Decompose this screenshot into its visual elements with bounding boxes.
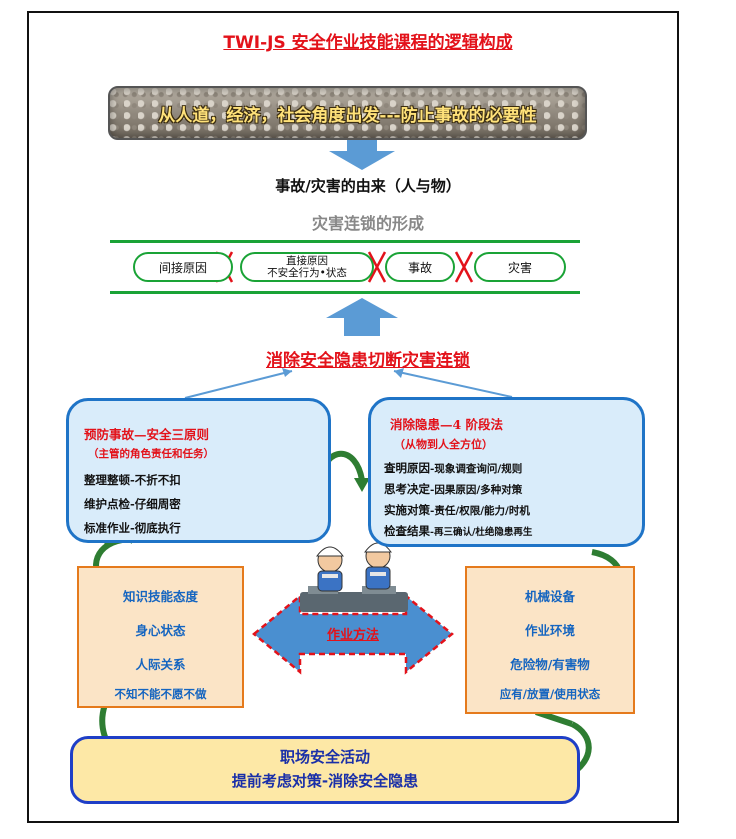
center-title: 消除安全隐患切断灾害连锁 — [266, 351, 470, 371]
origin-title: 事故/灾害的由来（人与物） — [275, 177, 461, 195]
chain-direct-label-2: 不安全行为•状态 — [267, 267, 347, 279]
chain-disaster: 灾害 — [474, 252, 566, 282]
left-pointer-arrow — [184, 370, 293, 399]
right-bubble — [368, 397, 645, 547]
banner-text: 从人道，经济，社会角度出发---防止事故的必要性 — [158, 105, 537, 126]
chain-line-top — [110, 240, 580, 243]
chain-cross-2 — [367, 251, 387, 283]
chain-disaster-label: 灾害 — [507, 260, 532, 275]
bottom-line-1: 职场安全活动 — [279, 748, 370, 766]
left-bubble — [66, 398, 331, 543]
right-factor-4: 应有/放置/使用状态 — [499, 687, 601, 701]
right-bubble-line-3: 实施对策-责任/权限/能力/时机 — [384, 503, 530, 517]
left-bubble-line-2: 维护点检-仔细周密 — [84, 497, 181, 511]
chain-cross-3 — [454, 251, 474, 283]
left-factor-2: 身心状态 — [135, 623, 186, 638]
right-bubble-subtitle: （从物到人全方位） — [394, 438, 493, 451]
down-arrow — [329, 137, 395, 170]
chain-accident: 事故 — [385, 252, 455, 282]
up-arrow — [326, 298, 398, 336]
method-label: 作业方法 — [326, 628, 379, 643]
diagram-title: TWI-JS 安全作业技能课程的逻辑构成 — [223, 33, 513, 53]
bottom-line-2: 提前考虑对策-消除安全隐患 — [231, 772, 419, 790]
right-bubble-line-2: 思考决定-因果原因/多种对策 — [384, 482, 523, 496]
right-bubble-line-4: 检查结果-再三确认/杜绝隐患再生 — [384, 524, 533, 538]
chain-indirect-cause: 间接原因 — [133, 252, 233, 282]
chain-indirect-label: 间接原因 — [158, 260, 207, 275]
chain-direct-cause: 直接原因 不安全行为•状态 — [240, 252, 374, 282]
chain-line-bottom — [110, 291, 580, 294]
right-bubble-line-1: 查明原因-现象调查询问/规则 — [384, 461, 523, 475]
right-factor-3: 危险物/有害物 — [510, 657, 590, 672]
right-factor-1: 机械设备 — [524, 589, 575, 604]
left-bubble-title: 预防事故—安全三原则 — [84, 427, 210, 442]
workers-illustration — [300, 542, 408, 612]
left-factor-4: 不知不能不愿不做 — [114, 687, 207, 701]
chain-title: 灾害连锁的形成 — [311, 214, 424, 233]
banner-stone: 从人道，经济，社会角度出发---防止事故的必要性 — [108, 86, 587, 140]
left-bubble-subtitle: （主管的角色责任和任务） — [88, 448, 214, 460]
right-pointer-arrow — [393, 370, 513, 398]
left-factor-box — [77, 566, 244, 708]
left-factor-1: 知识技能态度 — [122, 589, 198, 604]
bottom-box — [70, 736, 580, 804]
chain-accident-label: 事故 — [407, 260, 432, 275]
left-bubble-line-3: 标准作业-彻底执行 — [84, 521, 181, 535]
left-factor-3: 人际关系 — [135, 657, 186, 672]
chain-direct-label-1: 直接原因 — [286, 255, 328, 267]
left-bubble-line-1: 整理整顿-不折不扣 — [84, 473, 181, 487]
right-factor-box — [465, 566, 635, 714]
right-bubble-title: 消除隐患—4 阶段法 — [390, 417, 504, 432]
right-factor-2: 作业环境 — [524, 623, 575, 638]
